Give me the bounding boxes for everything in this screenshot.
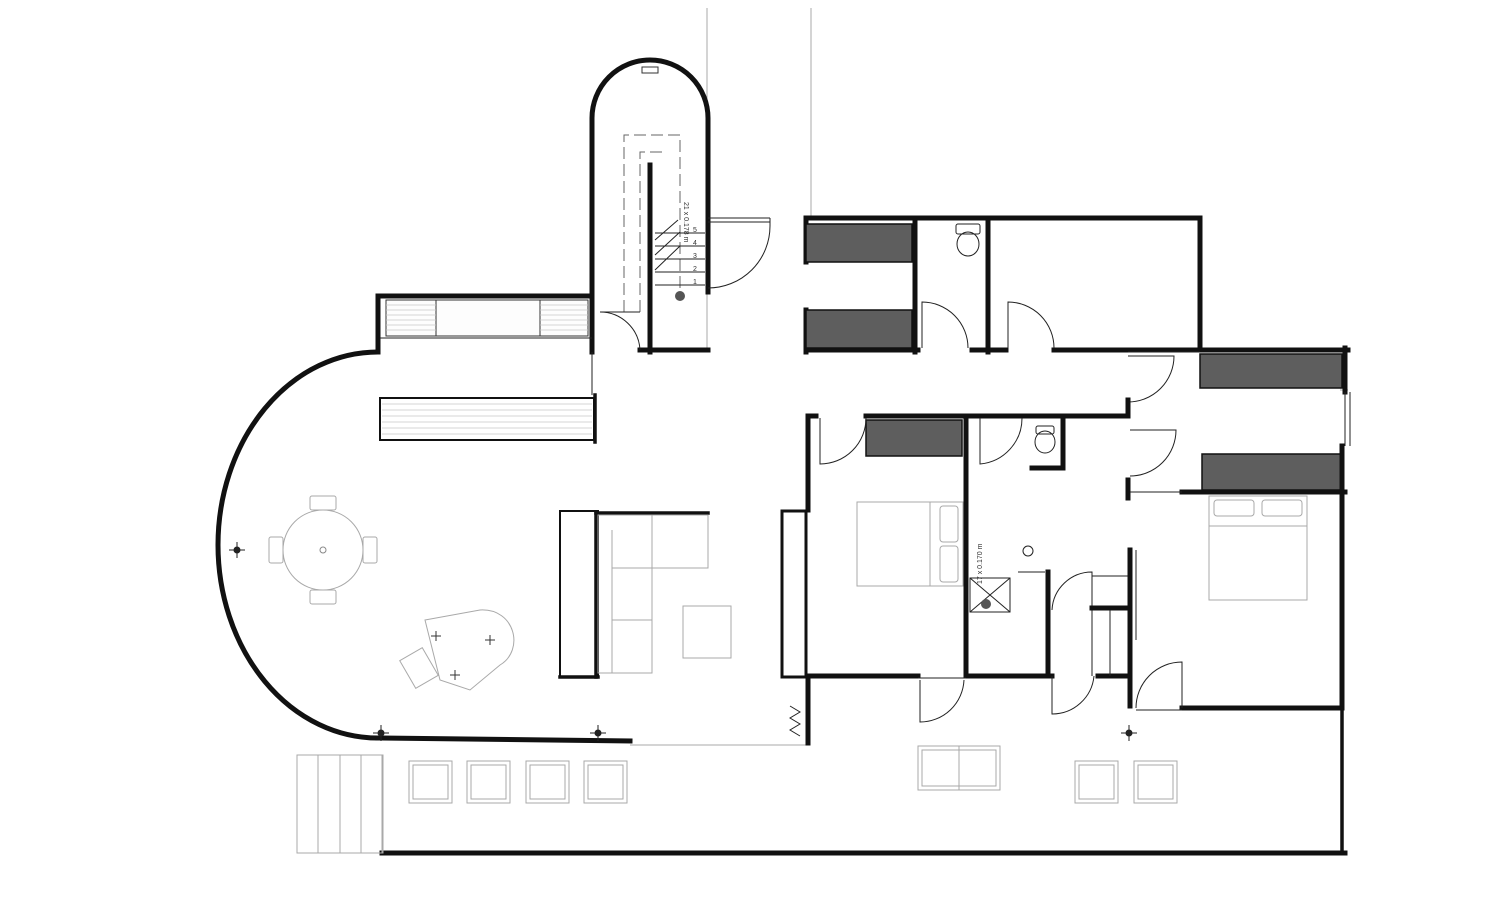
stair-tower-label: 21 x 0.178 m	[682, 202, 689, 243]
sofa-group	[558, 510, 732, 679]
north-doors	[921, 301, 1200, 403]
column-marker-icon	[1121, 725, 1137, 741]
living-walls	[215, 293, 633, 744]
stair-step-4: 4	[693, 240, 697, 247]
lounge-chairs	[408, 745, 1178, 804]
wc-north	[955, 223, 981, 257]
built-in-bench	[379, 397, 595, 441]
corridor-west-wall	[780, 509, 811, 746]
spiral-stair-post-icon	[981, 599, 991, 609]
stair-treads: 1 2 3 4 5 21 x 0.178 m	[654, 202, 705, 301]
spiral-stair: 17 x 0.170 m	[969, 543, 1011, 613]
terrace	[296, 706, 1348, 856]
bed-1	[856, 501, 964, 587]
master-bedroom	[1130, 443, 1348, 711]
north-wing-walls	[803, 215, 1351, 446]
dining-table	[268, 495, 378, 605]
bedroom-1-walls	[805, 413, 1131, 723]
bay-window	[385, 299, 589, 337]
bath-central	[979, 397, 1177, 679]
grand-piano	[399, 609, 515, 691]
stair-post-icon	[675, 291, 685, 301]
closet-corridor	[1051, 547, 1137, 715]
column-marker-icon	[590, 725, 606, 741]
column-marker-icon	[229, 542, 245, 558]
stair-step-3: 3	[693, 253, 697, 260]
column-marker-icon	[373, 725, 389, 741]
table-center-icon	[319, 546, 327, 554]
stair-step-1: 1	[693, 279, 697, 286]
closets	[805, 223, 1343, 491]
stair-step-2: 2	[693, 266, 697, 273]
stair-step-5: 5	[693, 227, 697, 234]
spiral-stair-label: 17 x 0.170 m	[977, 543, 984, 584]
stair-tower: 1 2 3 4 5 21 x 0.178 m	[589, 57, 771, 355]
column-markers	[229, 542, 1137, 741]
